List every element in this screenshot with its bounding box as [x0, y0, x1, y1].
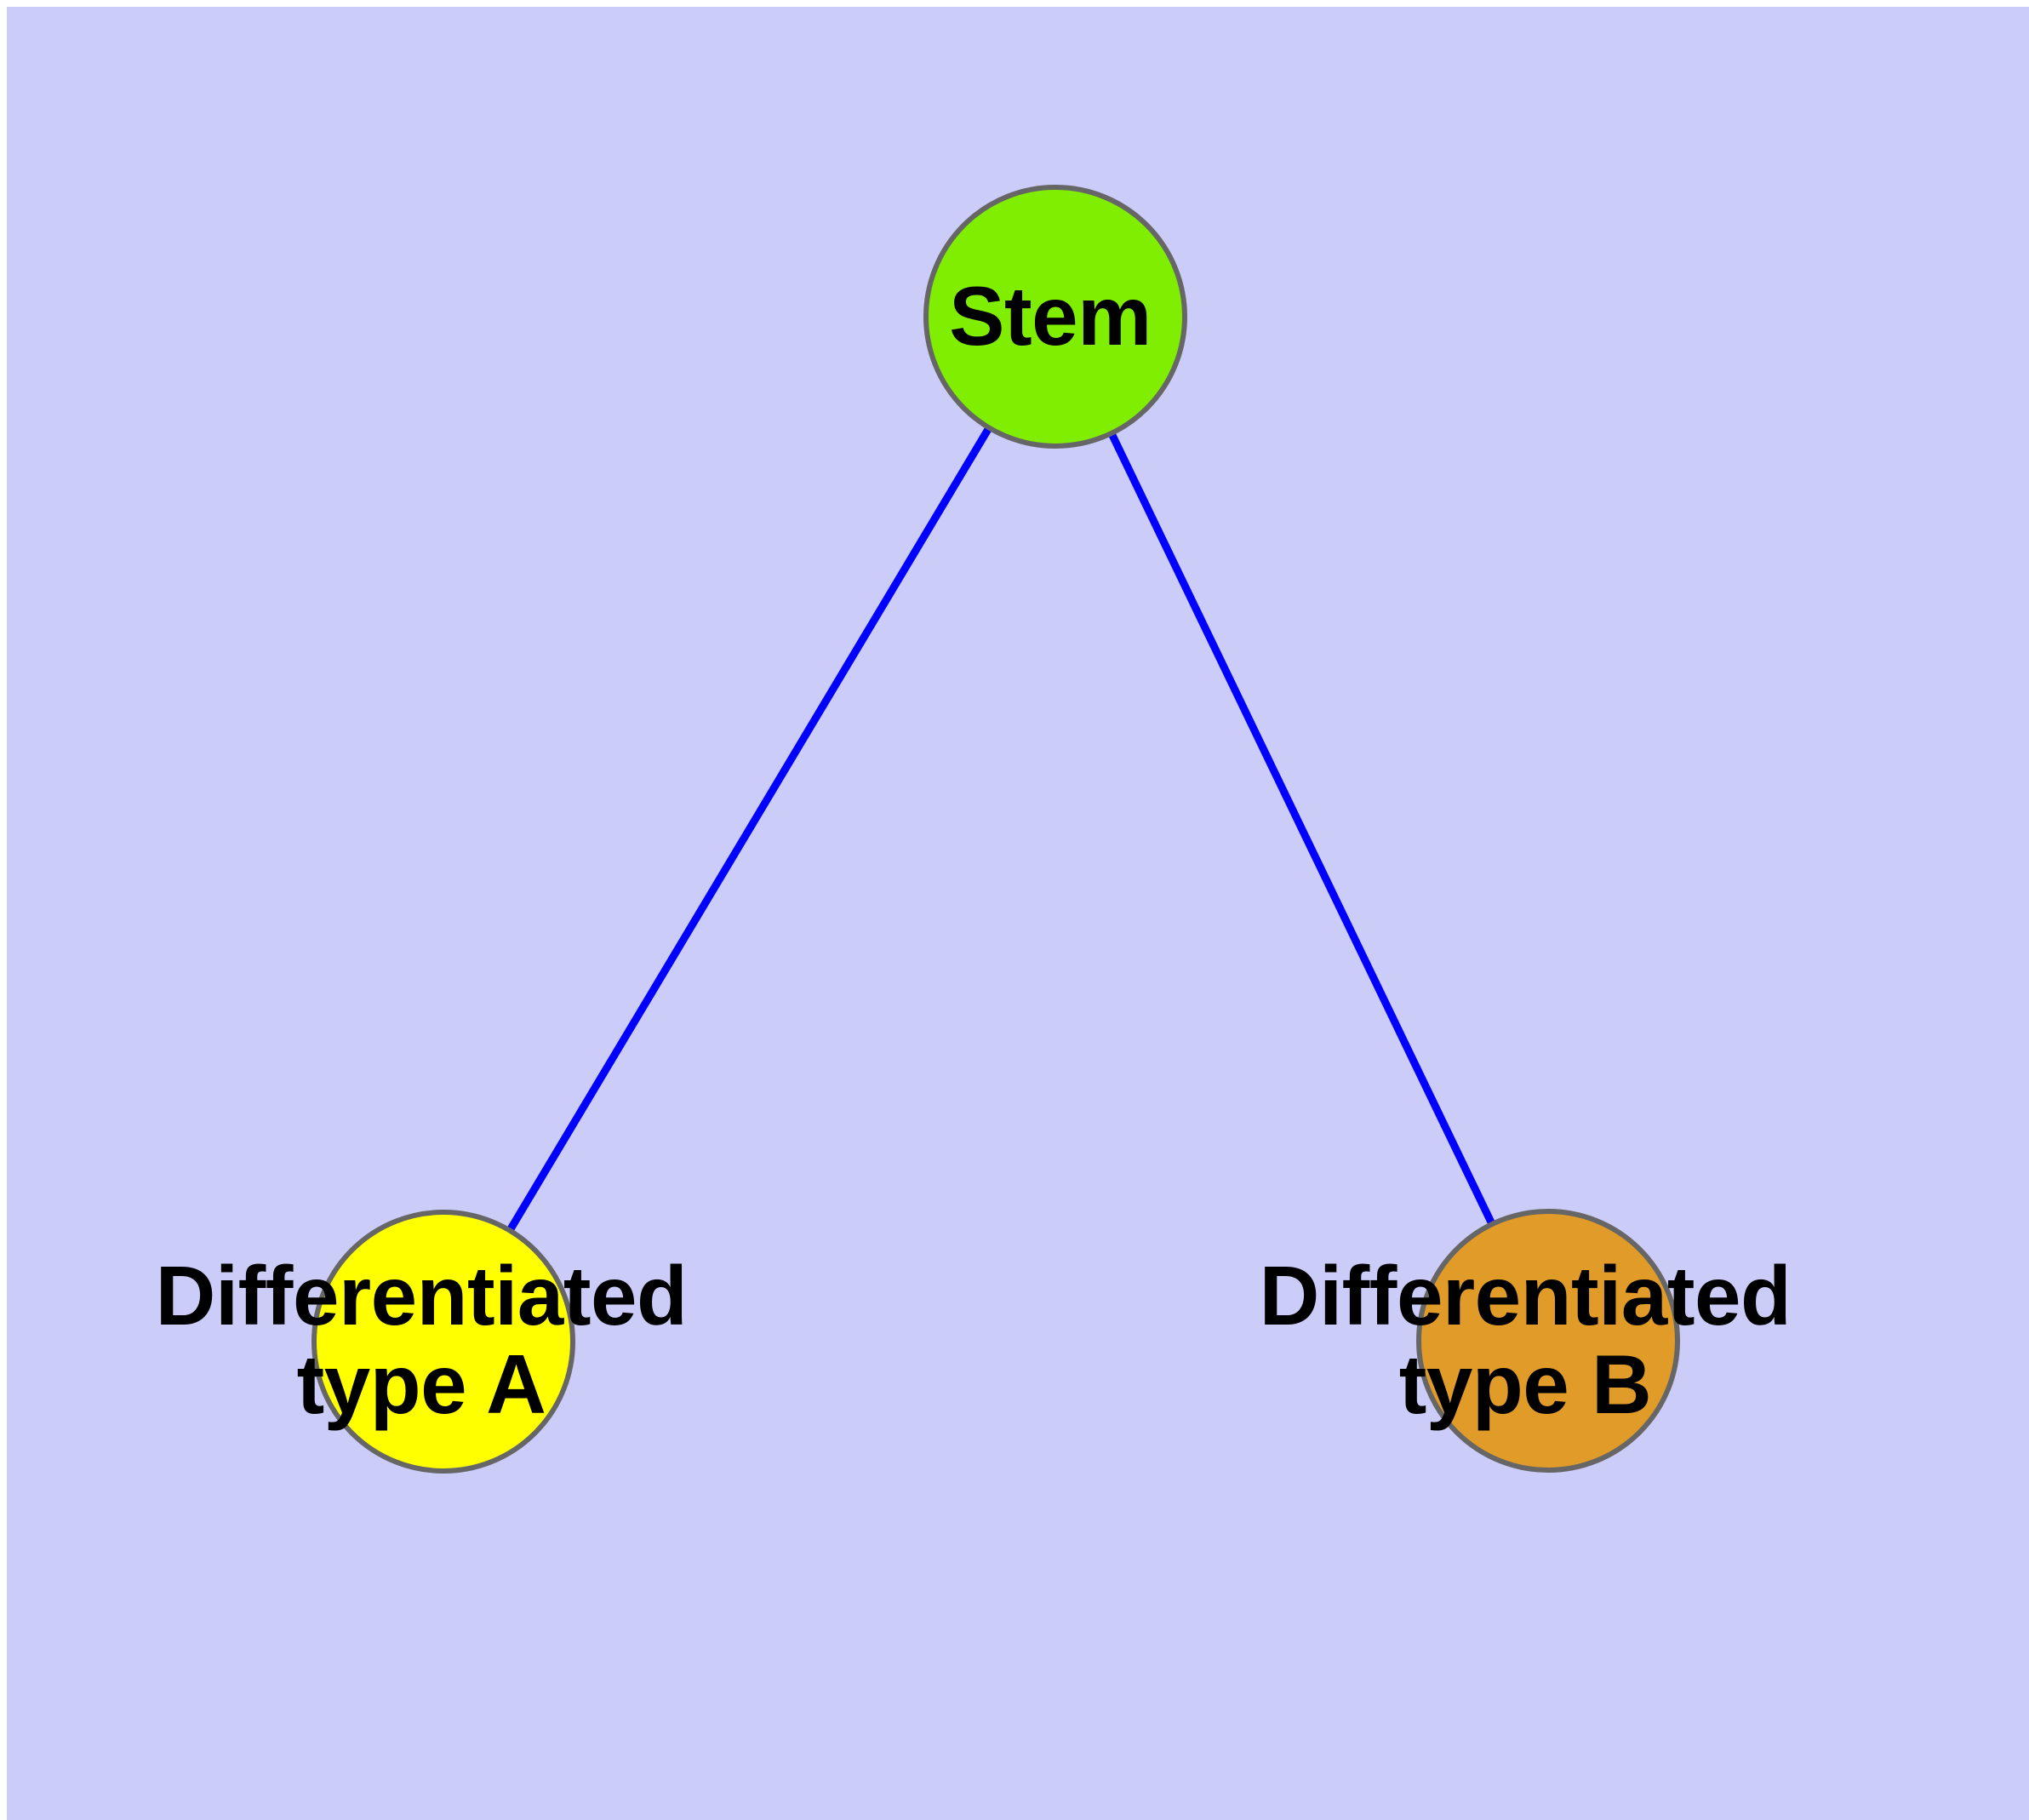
- graph-node-diff_b[interactable]: [1416, 1209, 1680, 1473]
- edge-layer: [440, 314, 1552, 1344]
- graph-node-stem[interactable]: [923, 185, 1187, 449]
- graph-node-diff_a[interactable]: [311, 1210, 575, 1474]
- graph-edge-stem-diff_b[interactable]: [1051, 315, 1552, 1342]
- graph-edge-stem-diff_a[interactable]: [440, 314, 1059, 1344]
- node-layer: [311, 185, 1680, 1474]
